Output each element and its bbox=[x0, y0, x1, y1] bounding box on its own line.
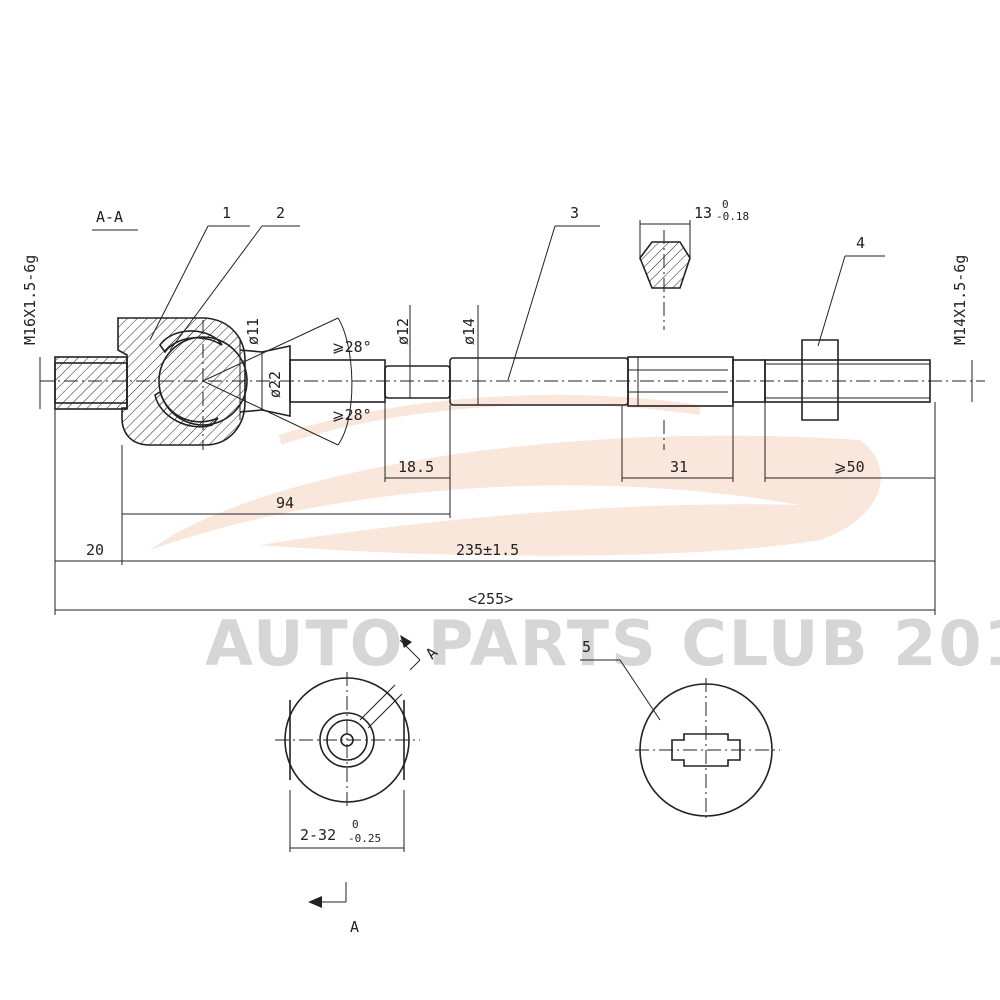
dim-angle-bottom: ⩾28° bbox=[332, 406, 372, 424]
dim-94: 94 bbox=[276, 494, 294, 512]
dim-20: 20 bbox=[86, 541, 104, 559]
callout-leaders bbox=[149, 225, 885, 721]
view-label-bottom: A bbox=[350, 918, 359, 936]
watermark-text: AUTO PARTS CLUB 2018 bbox=[205, 607, 1000, 680]
rod-shaft bbox=[289, 356, 766, 407]
dim-flats-upper: 0 bbox=[352, 818, 359, 831]
dim-angle-top: ⩾28° bbox=[332, 338, 372, 356]
dim-flats-lower: -0.25 bbox=[348, 832, 381, 845]
right-thread bbox=[764, 359, 931, 403]
callout-3: 3 bbox=[570, 204, 579, 222]
thread-left-label: M16X1.5-6g bbox=[21, 255, 39, 345]
callout-1: 1 bbox=[222, 204, 231, 222]
dim-d14: ø14 bbox=[460, 318, 478, 345]
section-arrow-top bbox=[399, 635, 421, 671]
dim-255: <255> bbox=[468, 590, 513, 608]
dim-d22: ø22 bbox=[266, 371, 284, 398]
thread-right-label: M14X1.5-6g bbox=[951, 255, 969, 345]
dimension-lines bbox=[54, 400, 936, 615]
callout-5: 5 bbox=[582, 638, 591, 656]
section-label: A-A bbox=[96, 208, 123, 226]
left-thread-stud bbox=[54, 356, 128, 410]
part-5-section bbox=[635, 678, 780, 822]
callout-2: 2 bbox=[276, 204, 285, 222]
dim-d12: ø12 bbox=[394, 318, 412, 345]
ball-housing bbox=[117, 317, 246, 446]
end-view-a bbox=[275, 672, 420, 852]
watermark-swoosh bbox=[150, 395, 881, 556]
hex-section: 13 0 -0.18 bbox=[639, 198, 749, 450]
dim-31: 31 bbox=[670, 458, 688, 476]
callout-4: 4 bbox=[856, 234, 865, 252]
dim-235: 235±1.5 bbox=[456, 541, 519, 559]
dim-hex: 13 bbox=[694, 204, 712, 222]
dim-hex-lower: -0.18 bbox=[716, 210, 749, 223]
dim-d11: ø11 bbox=[244, 318, 262, 345]
dim-18-5: 18.5 bbox=[398, 458, 434, 476]
section-arrow-bottom bbox=[308, 882, 347, 908]
dim-flats: 2-32 bbox=[300, 826, 336, 844]
lock-nut bbox=[801, 339, 839, 421]
dim-hex-upper: 0 bbox=[722, 198, 729, 211]
dim-50: ⩾50 bbox=[834, 458, 865, 476]
